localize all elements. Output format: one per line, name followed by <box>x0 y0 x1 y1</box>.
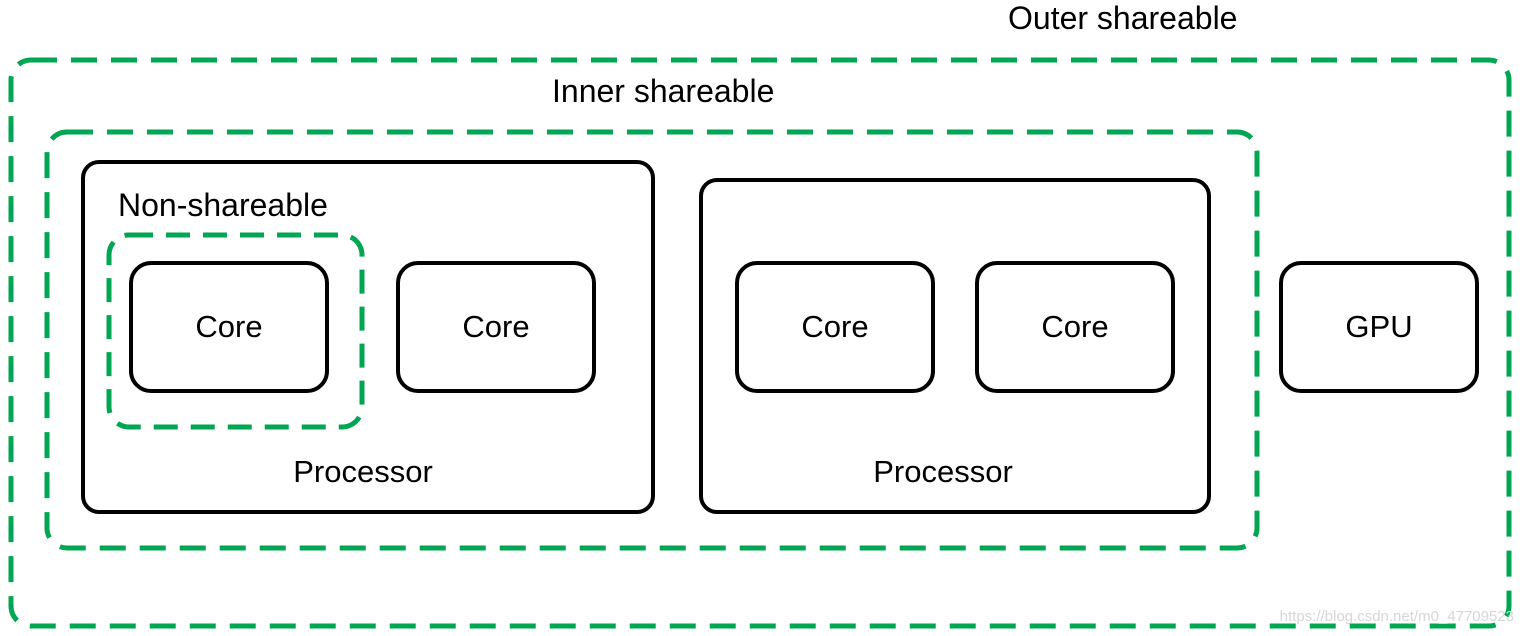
core-box-4 <box>975 261 1175 393</box>
inner-shareable-domain <box>44 129 1260 551</box>
processor-label-2: Processor <box>873 454 1013 489</box>
core-box-1 <box>129 261 329 393</box>
core-box-2 <box>396 261 596 393</box>
gpu-label: GPU <box>1345 309 1412 344</box>
core-label-3: Core <box>801 309 868 344</box>
inner-shareable-label: Inner shareable <box>552 73 774 109</box>
gpu-box <box>1279 261 1479 393</box>
watermark-text: https://blog.csdn.net/m0_47709523 <box>1280 608 1514 625</box>
processor-label-1: Processor <box>293 454 433 489</box>
core-label-2: Core <box>462 309 529 344</box>
non-shareable-domain <box>106 232 365 430</box>
processor-box-1 <box>81 160 655 514</box>
core-box-3 <box>735 261 935 393</box>
outer-shareable-domain <box>8 57 1512 629</box>
outer-shareable-label: Outer shareable <box>1008 0 1237 36</box>
core-label-1: Core <box>195 309 262 344</box>
non-shareable-label: Non-shareable <box>118 187 328 223</box>
core-label-4: Core <box>1041 309 1108 344</box>
